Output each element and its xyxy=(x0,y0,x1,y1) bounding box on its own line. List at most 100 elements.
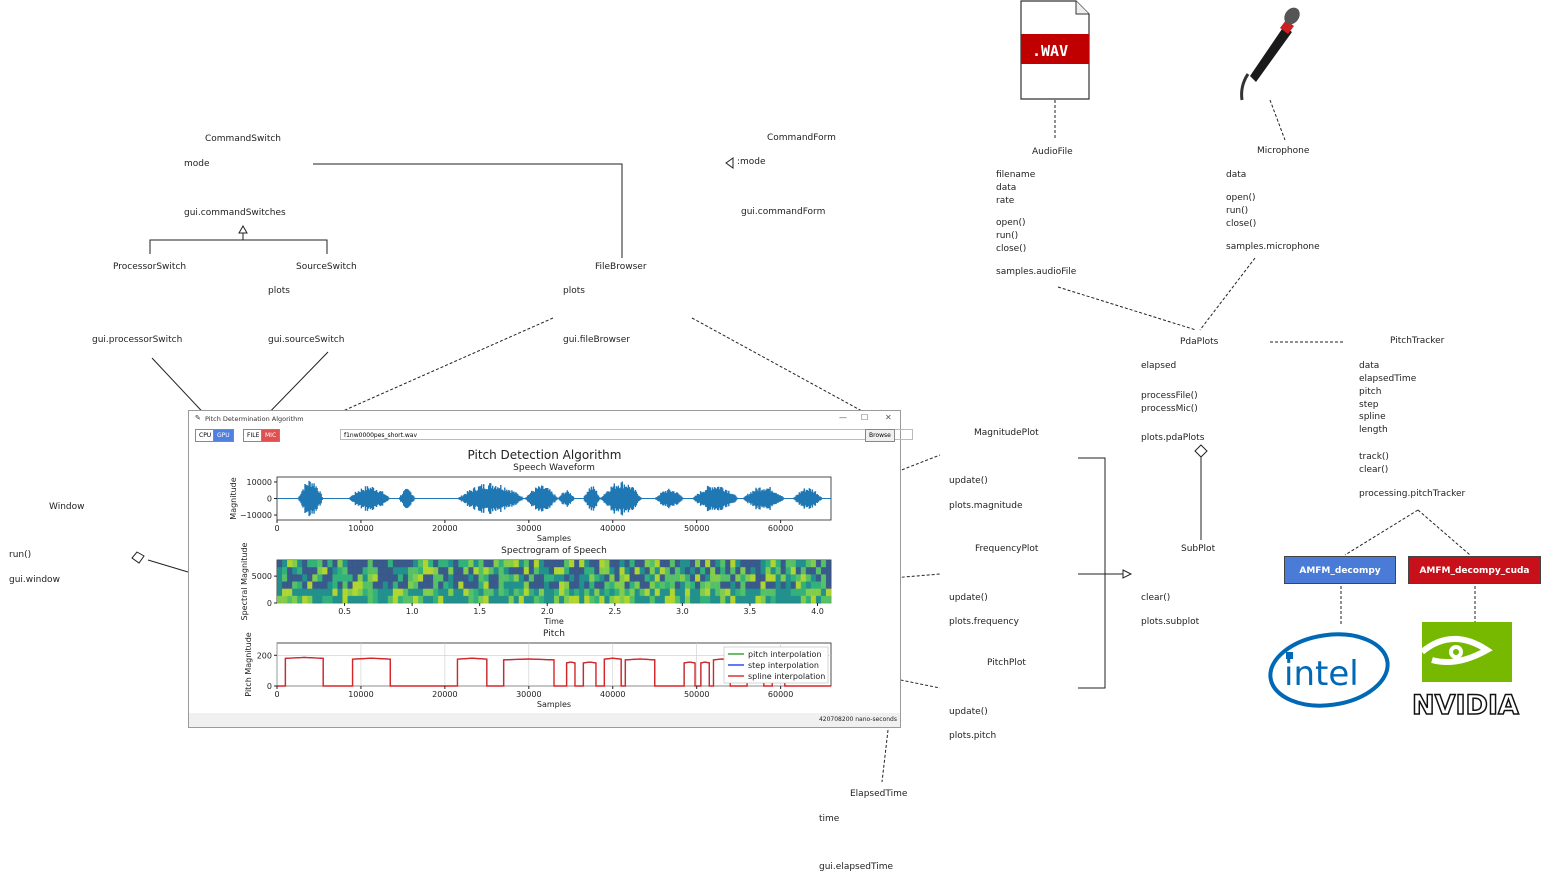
spectrogram-cell xyxy=(402,581,409,590)
spectrogram-xtick-label: 4.0 xyxy=(811,607,824,616)
spectrogram-cell xyxy=(654,567,661,575)
spectrogram-cell xyxy=(720,595,726,604)
spectrogram-cell xyxy=(332,560,338,568)
spectrogram-cell xyxy=(740,574,746,582)
spectrogram-cell xyxy=(483,588,490,597)
spectrogram-cell xyxy=(382,581,389,590)
status-bar: 420708200 nano-seconds xyxy=(189,713,900,727)
nvidia-logo-icon: NVIDIA xyxy=(1412,622,1520,718)
spectrogram-cell xyxy=(412,574,419,582)
maximize-button[interactable]: ☐ xyxy=(861,413,869,422)
pitch-xtick-label: 0 xyxy=(274,690,279,699)
feather-icon: ✎ xyxy=(195,414,201,422)
spectrogram-cell xyxy=(362,560,369,568)
spectrogram-cell xyxy=(352,560,359,568)
waveform-segment xyxy=(348,486,391,511)
spectrogram-cell xyxy=(277,567,283,575)
spectrogram-cell xyxy=(498,595,505,604)
spectrogram-cell xyxy=(292,560,298,568)
spectrogram-cell xyxy=(554,595,560,604)
spectrogram-cell xyxy=(785,567,792,575)
spectrogram-cell xyxy=(795,567,802,575)
waveform-ylabel: Magnitude xyxy=(229,477,238,519)
spectrogram-cell xyxy=(559,588,565,597)
spectrogram-cell xyxy=(755,574,761,582)
spectrogram-cell xyxy=(745,560,751,568)
spectrogram-cell xyxy=(508,588,515,597)
spectrogram-cell xyxy=(292,595,298,604)
spectrogram-cell xyxy=(679,567,686,575)
spectrogram-cell xyxy=(453,560,459,568)
spectrogram-cell xyxy=(483,581,490,590)
spectrogram-cell xyxy=(679,574,686,582)
spectrogram-cell xyxy=(629,595,636,604)
spectrogram-cell xyxy=(639,567,646,575)
spectrogram-cell xyxy=(377,574,384,582)
spectrogram-cell xyxy=(569,567,575,575)
waveform-segment xyxy=(583,486,601,511)
spectrogram-cell xyxy=(564,574,570,582)
spectrogram-cell xyxy=(322,588,328,597)
spectrogram-cell xyxy=(533,574,540,582)
spectrogram-cell xyxy=(674,595,681,604)
spectrogram-cell xyxy=(312,574,318,582)
spectrogram-cell xyxy=(282,567,288,575)
spectrogram-cell xyxy=(528,574,535,582)
spectrogram-cell xyxy=(337,567,343,575)
spectrogram-cell xyxy=(412,567,419,575)
spectrogram-cell xyxy=(639,581,646,590)
spectrogram-cell xyxy=(418,574,424,582)
spectrogram-cell xyxy=(725,581,731,590)
spectrogram-cell xyxy=(584,567,590,575)
op-subplot-clear: clear() xyxy=(1141,593,1171,603)
spectrogram-cell xyxy=(619,595,626,604)
spectrogram-cell xyxy=(805,567,812,575)
spectrogram-cell xyxy=(674,588,681,597)
waveform-xtick-label: 40000 xyxy=(600,524,625,533)
spectrogram-cell xyxy=(407,581,414,590)
filename-field[interactable]: f1nw0000pes_short.wav xyxy=(340,429,913,440)
spectrogram-cell xyxy=(785,574,792,582)
cpu-button[interactable]: CPU xyxy=(195,429,216,442)
spectrogram-cell xyxy=(377,581,384,590)
spectrogram-cell xyxy=(684,581,691,590)
spectrogram-cell xyxy=(644,574,651,582)
spectrogram-cell xyxy=(609,595,615,604)
app-main-title: Pitch Detection Algorithm xyxy=(467,448,622,462)
spectrogram-cell xyxy=(453,595,459,604)
spectrogram-cell xyxy=(493,595,500,604)
spectrogram-cell xyxy=(740,560,746,568)
spectrogram-cell xyxy=(634,574,641,582)
spectrogram-xtick-label: 3.0 xyxy=(676,607,689,616)
close-button[interactable]: ✕ xyxy=(885,413,892,422)
spectrogram-cell xyxy=(715,581,721,590)
spectrogram-cell xyxy=(518,595,525,604)
spectrogram-cell xyxy=(448,588,454,597)
attr-time: time xyxy=(819,814,840,824)
spectrogram-cell xyxy=(367,588,374,597)
spectrogram-cell xyxy=(302,595,308,604)
mic-button[interactable]: MIC xyxy=(261,429,281,442)
spectrogram-cell xyxy=(317,581,323,590)
spectrogram-cell xyxy=(503,588,510,597)
spectrogram-cell xyxy=(795,595,802,604)
browse-button[interactable]: Browse xyxy=(865,429,895,442)
spectrogram-cell xyxy=(357,567,364,575)
spectrogram-cell xyxy=(287,560,293,568)
spectrogram-cell xyxy=(599,574,605,582)
spectrogram-cell xyxy=(785,560,792,568)
spectrogram-cell xyxy=(468,595,474,604)
spectrogram-cell xyxy=(695,560,701,568)
gpu-button[interactable]: GPU xyxy=(213,429,234,442)
spectrogram-cell xyxy=(770,574,777,582)
minimize-button[interactable]: — xyxy=(839,413,847,422)
spectrogram-cell xyxy=(342,581,349,590)
spectrogram-cell xyxy=(307,581,313,590)
spectrogram-cell xyxy=(317,588,323,597)
spectrogram-cell xyxy=(765,581,772,590)
spectrogram-cell xyxy=(292,567,298,575)
spectrogram-cell xyxy=(322,581,328,590)
spectrogram-cell xyxy=(523,560,530,568)
spectrogram-cell xyxy=(785,581,792,590)
spectrogram-cell xyxy=(327,588,333,597)
